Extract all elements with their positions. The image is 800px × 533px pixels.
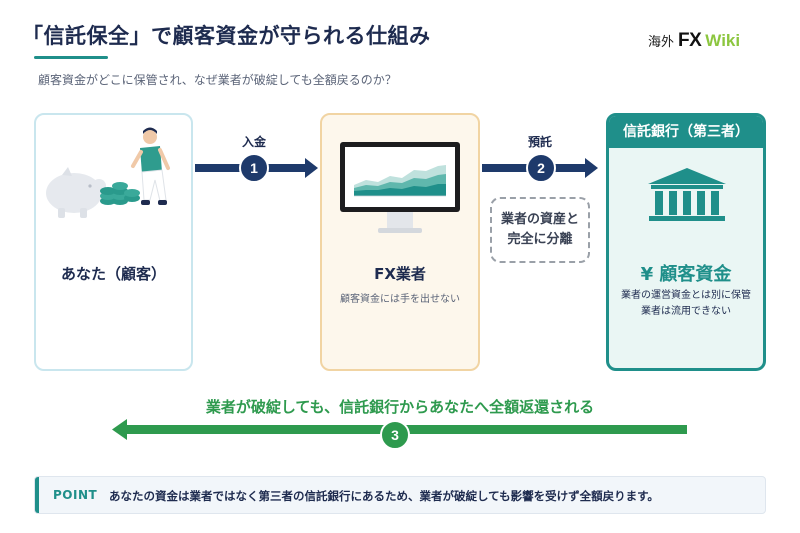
trust-bank-caption: 業者の運営資金とは別に保管 業者は流用できない (606, 288, 766, 320)
fx-broker-label: FX業者 (374, 265, 426, 283)
fx-broker-caption: 顧客資金には手を出せない (340, 294, 460, 305)
site-logo[interactable]: 海外 FX Wiki (648, 30, 740, 52)
piggy-bank-icon (46, 167, 106, 218)
monitor-icon (340, 142, 460, 233)
trust-bank-header: 信託銀行（第三者） (609, 116, 763, 148)
page-title: 「信託保全」で顧客資金が守られる仕組み (22, 24, 431, 48)
step-1-number: 1 (250, 160, 258, 176)
bank-building-icon (648, 168, 726, 221)
return-flow-text: 業者が破綻しても、信託銀行からあなたへ全額返還される (205, 398, 595, 416)
title-underline (34, 56, 108, 59)
step-2-number: 2 (537, 160, 545, 176)
person-icon (131, 127, 170, 205)
coin-stack-icon (100, 182, 140, 205)
logo-fx-text: FX (678, 30, 702, 51)
logo-wiki-text: Wiki (705, 31, 741, 50)
deposit-arrow (195, 153, 318, 183)
entrust-arrow (482, 153, 598, 183)
trust-bank-caption-line1: 業者の運営資金とは別に保管 (621, 290, 751, 301)
point-accent-bar (35, 477, 39, 513)
separation-note-line2: 完全に分離 (507, 232, 573, 247)
return-arrow (112, 419, 687, 450)
step-3-number: 3 (391, 427, 399, 443)
separation-note-line1: 業者の資産と (500, 212, 579, 227)
page-subtitle: 顧客資金がどこに保管され、なぜ業者が破綻しても全額戻るのか？ (38, 73, 397, 87)
customer-funds-label: ¥ 顧客資金 (640, 264, 732, 285)
point-label: POINT (53, 488, 98, 502)
step-1-label: 入金 (241, 135, 266, 149)
trust-bank-caption-line2: 業者は流用できない (641, 306, 731, 317)
step-2-label: 預託 (527, 135, 552, 149)
point-text: あなたの資金は業者ではなく第三者の信託銀行にあるため、業者が破綻しても影響を受け… (109, 489, 659, 503)
separation-note: 業者の資産と 完全に分離 (490, 197, 590, 263)
trust-bank-box: 信託銀行（第三者） (606, 113, 766, 371)
customer-label: あなた（顧客） (60, 265, 166, 283)
point-callout: POINT あなたの資金は業者ではなく第三者の信託銀行にあるため、業者が破綻して… (34, 476, 766, 514)
customer-box (34, 113, 193, 371)
logo-kai-text: 海外 (648, 35, 675, 50)
